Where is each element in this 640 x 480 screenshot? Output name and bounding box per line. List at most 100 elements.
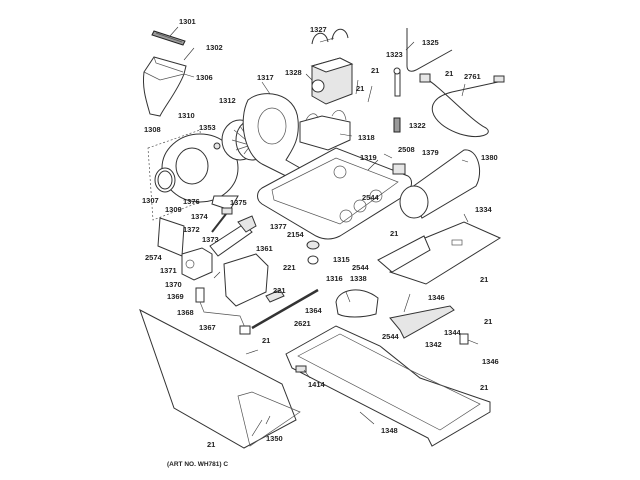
lint-duct[interactable] — [143, 56, 187, 117]
label-1315[interactable]: 1315 — [333, 255, 350, 264]
gas-line — [199, 301, 247, 331]
clip[interactable] — [459, 333, 469, 345]
label-1348[interactable]: 1348 — [381, 426, 398, 435]
thermal-fuse[interactable] — [392, 163, 406, 175]
blower-seal[interactable] — [154, 167, 176, 193]
blower-nut[interactable] — [213, 142, 221, 150]
label-21[interactable]: 21 — [371, 66, 379, 75]
label-1306[interactable]: 1306 — [196, 73, 213, 82]
art-number-caption: (ART NO. WH781) C — [167, 461, 228, 468]
label-21[interactable]: 21 — [445, 69, 453, 78]
label-1361[interactable]: 1361 — [256, 244, 273, 253]
label-1367[interactable]: 1367 — [199, 323, 216, 332]
label-1312[interactable]: 1312 — [219, 96, 236, 105]
duct-cap[interactable] — [335, 289, 379, 318]
label-1325[interactable]: 1325 — [422, 38, 439, 47]
label-1353[interactable]: 1353 — [199, 123, 216, 132]
label-2761[interactable]: 2761 — [464, 72, 481, 81]
label-2621[interactable]: 2621 — [294, 319, 311, 328]
elbow[interactable] — [239, 325, 251, 335]
label-1310[interactable]: 1310 — [178, 111, 195, 120]
support-bracket[interactable] — [389, 305, 455, 339]
label-1368[interactable]: 1368 — [177, 308, 194, 317]
label-21[interactable]: 21 — [356, 84, 364, 93]
gas-valve[interactable] — [181, 247, 213, 281]
label-1316[interactable]: 1316 — [326, 274, 343, 283]
screw[interactable] — [367, 85, 373, 103]
base[interactable] — [285, 325, 491, 447]
shield[interactable] — [157, 217, 185, 257]
burner-bracket[interactable] — [223, 253, 269, 307]
burner-tube[interactable] — [209, 215, 257, 257]
label-1334[interactable]: 1334 — [475, 205, 493, 214]
label-2574[interactable]: 2574 — [145, 253, 163, 262]
label-1350[interactable]: 1350 — [266, 434, 283, 443]
label-1380[interactable]: 1380 — [481, 153, 498, 162]
label-1371[interactable]: 1371 — [160, 266, 177, 275]
label-1414[interactable]: 1414 — [308, 380, 326, 389]
motor-base-tray[interactable] — [257, 147, 412, 240]
label-1309[interactable]: 1309 — [165, 205, 182, 214]
label-1338[interactable]: 1338 — [350, 274, 367, 283]
idler-arm[interactable] — [393, 67, 401, 97]
belt[interactable] — [406, 28, 453, 72]
label-1319[interactable]: 1319 — [360, 153, 377, 162]
label-1376[interactable]: 1376 — [183, 197, 200, 206]
motor-clamp[interactable] — [311, 28, 349, 45]
label-1379[interactable]: 1379 — [422, 148, 439, 157]
label-2544[interactable]: 2544 — [382, 332, 400, 341]
label-1327[interactable]: 1327 — [310, 25, 327, 34]
label-1302[interactable]: 1302 — [206, 43, 223, 52]
label-221[interactable]: 221 — [273, 286, 286, 295]
label-1374[interactable]: 1374 — [191, 212, 209, 221]
label-1364[interactable]: 1364 — [305, 306, 323, 315]
label-1342[interactable]: 1342 — [425, 340, 442, 349]
drive-motor[interactable] — [310, 57, 354, 105]
label-1375[interactable]: 1375 — [230, 198, 247, 207]
label-1308[interactable]: 1308 — [144, 125, 161, 134]
label-21[interactable]: 21 — [480, 275, 488, 284]
screw[interactable] — [355, 79, 359, 95]
heater-duct[interactable] — [399, 149, 480, 219]
label-21[interactable]: 21 — [262, 336, 270, 345]
label-1328[interactable]: 1328 — [285, 68, 302, 77]
label-1317[interactable]: 1317 — [257, 73, 274, 82]
pad[interactable] — [295, 365, 307, 373]
label-21[interactable]: 21 — [480, 383, 488, 392]
label-2544[interactable]: 2544 — [352, 263, 370, 272]
label-1323[interactable]: 1323 — [386, 50, 403, 59]
screw[interactable] — [383, 153, 393, 159]
label-1377[interactable]: 1377 — [270, 222, 287, 231]
label-1307[interactable]: 1307 — [142, 196, 159, 205]
motor-mount[interactable] — [299, 110, 351, 151]
exhaust-flange[interactable] — [377, 235, 431, 273]
idler-spring[interactable] — [393, 117, 401, 133]
igniter[interactable] — [211, 207, 233, 233]
gas-pipe-bracket[interactable] — [251, 288, 319, 330]
lint-filter-grille[interactable] — [151, 30, 186, 46]
label-1344[interactable]: 1344 — [444, 328, 462, 337]
label-1346[interactable]: 1346 — [428, 293, 445, 302]
access-panel[interactable] — [139, 308, 301, 449]
label-1370[interactable]: 1370 — [165, 280, 182, 289]
label-1369[interactable]: 1369 — [167, 292, 184, 301]
label-1318[interactable]: 1318 — [358, 133, 375, 142]
label-2154[interactable]: 2154 — [287, 230, 305, 239]
label-1372[interactable]: 1372 — [183, 225, 200, 234]
power-cord[interactable] — [419, 73, 505, 137]
pipe-nipple[interactable] — [195, 287, 205, 303]
label-2544[interactable]: 2544 — [362, 193, 380, 202]
blower-housing-back[interactable] — [242, 93, 301, 179]
label-21[interactable]: 21 — [207, 440, 215, 449]
label-21[interactable]: 21 — [390, 229, 398, 238]
label-1346[interactable]: 1346 — [482, 357, 499, 366]
blower-housing[interactable] — [147, 129, 239, 221]
rear-roller[interactable] — [306, 240, 320, 265]
label-1373[interactable]: 1373 — [202, 235, 219, 244]
label-221[interactable]: 221 — [283, 263, 296, 272]
label-1301[interactable]: 1301 — [179, 17, 196, 26]
label-1322[interactable]: 1322 — [409, 121, 426, 130]
label-21[interactable]: 21 — [484, 317, 492, 326]
label-2508[interactable]: 2508 — [398, 145, 415, 154]
